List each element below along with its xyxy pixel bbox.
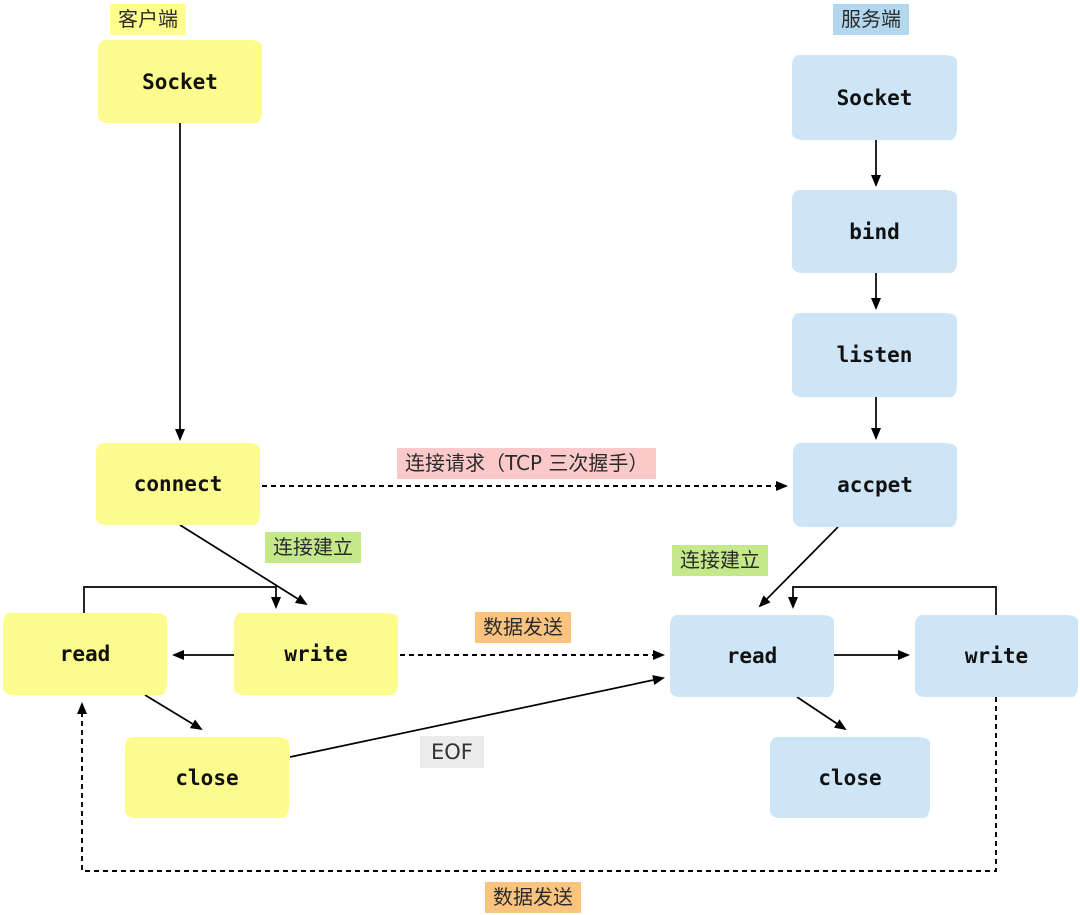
node-client-socket: Socket bbox=[98, 40, 262, 123]
arrow-client-read-loop-to-write bbox=[83, 586, 281, 613]
arrow-server-write-loop-to-read bbox=[788, 586, 997, 615]
node-server-accpet: accpet bbox=[793, 443, 957, 527]
arrow-accpet-to-server-read bbox=[758, 526, 839, 608]
node-client-connect: connect bbox=[96, 443, 260, 525]
label-connection-established-server: 连接建立 bbox=[672, 545, 768, 576]
node-server-socket: Socket bbox=[792, 55, 957, 140]
label-connection-established-client: 连接建立 bbox=[265, 532, 361, 563]
arrow-server-read-to-close bbox=[796, 696, 847, 731]
label-eof: EOF bbox=[420, 736, 484, 769]
node-server-close: close bbox=[770, 737, 930, 818]
label-data-send-bottom: 数据发送 bbox=[485, 882, 581, 913]
node-client-close: close bbox=[125, 737, 289, 818]
label-data-send-top: 数据发送 bbox=[475, 612, 571, 643]
node-client-read: read bbox=[3, 613, 167, 695]
node-server-bind: bind bbox=[792, 190, 957, 273]
node-server-listen: listen bbox=[792, 313, 957, 397]
server-header-label: 服务端 bbox=[833, 4, 909, 35]
node-client-write: write bbox=[234, 613, 398, 695]
label-connect-request: 连接请求（TCP 三次握手） bbox=[397, 448, 657, 479]
arrow-client-read-to-close bbox=[144, 694, 203, 731]
client-header-label: 客户端 bbox=[110, 4, 186, 35]
node-server-read: read bbox=[670, 615, 834, 697]
node-server-write: write bbox=[915, 615, 1078, 697]
